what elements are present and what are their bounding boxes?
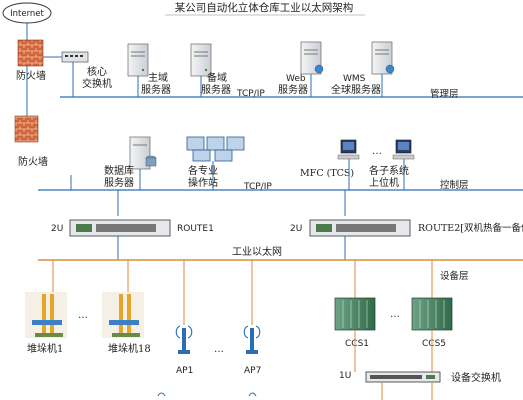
backup-domain-server-icon: [190, 43, 212, 77]
main-server-label-1: 主域: [148, 71, 168, 84]
workstations-icon: [186, 136, 245, 162]
stacker18-image: [102, 292, 144, 338]
web-server-label-1: Web: [286, 74, 306, 84]
main-server-label-2: 服务器: [141, 83, 171, 96]
diagram-title: 某公司自动化立体仓库工业以太网架构: [175, 1, 354, 14]
layer-management-label: 管理层: [430, 88, 459, 100]
ap7-icon: [243, 325, 261, 354]
layer-device-label: 设备层: [440, 270, 469, 282]
db-server-label-2: 服务器: [104, 176, 134, 189]
device-switch-label: 设备交换机: [451, 371, 501, 384]
firewall-mid-label: 防火墙: [18, 155, 48, 168]
ap1-signal-icon: [157, 392, 166, 397]
ccs-ellipsis: …: [390, 309, 400, 320]
firewall-top-icon: [17, 39, 44, 67]
wms-server-icon: [371, 41, 395, 75]
backup-server-label-2: 服务器: [201, 83, 231, 96]
internet-label: Internet: [10, 9, 44, 19]
web-server-icon: [300, 41, 324, 75]
core-switch-label-1: 核心: [87, 65, 107, 78]
subsystem-ellipsis: …: [372, 146, 382, 157]
firewall-top-label: 防火墙: [16, 69, 46, 82]
ccs1-cabinet-icon: [334, 297, 376, 331]
ap-ellipsis: …: [214, 344, 224, 355]
subsystem-pc-icon: [337, 139, 415, 160]
main-domain-server-icon: [127, 43, 149, 77]
ap7-label: AP7: [244, 366, 261, 376]
route2-u-label: 2U: [290, 224, 302, 234]
ap7-signal-icon: [248, 392, 257, 397]
stacker1-image: [25, 292, 67, 338]
ccs5-label: CCS5: [422, 339, 446, 349]
db-server-label-1: 数据库: [104, 164, 134, 177]
ethernet-label: 工业以太网: [232, 245, 282, 258]
internet-cloud: Internet: [2, 2, 52, 24]
wms-server-label-2: 全球服务器: [331, 83, 381, 96]
tcpip-mid-label: TCP/IP: [243, 182, 272, 192]
route2-icon: [309, 219, 411, 237]
route1-u-label: 2U: [51, 224, 63, 234]
subsystem-pc-label-1: 各子系统: [369, 164, 409, 177]
tcpip-top-label: TCP/IP: [236, 89, 265, 99]
database-server-icon: [129, 136, 157, 170]
ap1-label: AP1: [176, 366, 193, 376]
route1-label: ROUTE1: [177, 224, 214, 234]
workstations-label-1: 各专业: [188, 164, 218, 177]
ccs1-label: CCS1: [345, 339, 369, 349]
switch-u-label: 1U: [339, 371, 351, 381]
workstations-label-2: 操作站: [188, 176, 218, 189]
core-switch-icon: [61, 51, 89, 63]
route1-icon: [69, 219, 171, 237]
mfc-label: MFC (TCS): [300, 168, 354, 179]
subsystem-pc-label-2: 上位机: [369, 176, 399, 189]
device-switch-icon: [365, 371, 441, 383]
firewall-mid-icon: [14, 115, 39, 143]
stacker18-label: 堆垛机18: [108, 342, 151, 355]
stacker1-label: 堆垛机1: [27, 342, 63, 355]
route2-label: ROUTE2[双机热备一备份用机]: [418, 222, 523, 234]
ccs5-cabinet-icon: [411, 297, 453, 331]
layer-control-label: 控制层: [440, 179, 469, 191]
backup-server-label-1: 备域: [207, 71, 227, 84]
ap1-icon: [175, 325, 193, 354]
web-server-label-2: 服务器: [278, 83, 308, 96]
wms-server-label-1: WMS: [343, 74, 366, 84]
stacker-ellipsis: …: [78, 310, 88, 321]
core-switch-label-2: 交换机: [82, 77, 112, 90]
